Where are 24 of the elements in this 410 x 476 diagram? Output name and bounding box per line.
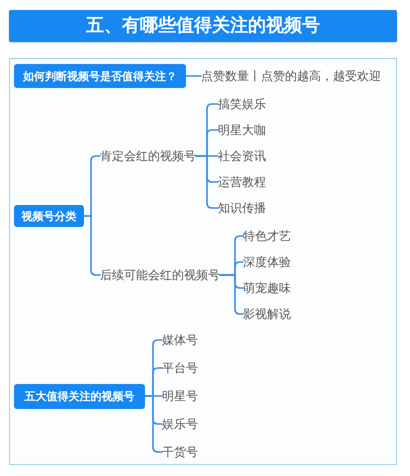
connector-line	[185, 75, 202, 77]
connector-line	[144, 395, 163, 453]
topic-box: 如何判断视频号是否值得关注？	[14, 64, 186, 88]
branch-label: 后续可能会红的视频号	[100, 267, 220, 283]
branch-label: 知识传播	[218, 200, 266, 216]
topic-box: 五大值得关注的视频号	[14, 384, 145, 408]
branch-label: 娱乐号	[162, 416, 198, 432]
branch-label: 运营教程	[218, 174, 266, 190]
branch-label: 社会资讯	[218, 148, 266, 164]
branch-label: 媒体号	[162, 332, 198, 348]
branch-label: 明星大咖	[218, 122, 266, 138]
connector-line	[83, 215, 101, 276]
branch-label: 点赞数量丨点赞的越高，越受欢迎	[201, 68, 381, 84]
branch-label: 明星号	[162, 388, 198, 404]
title-banner: 五、有哪些值得关注的视频号	[9, 10, 397, 42]
topic-box: 视频号分类	[14, 205, 84, 227]
branch-label: 肯定会红的视频号	[100, 148, 196, 164]
branch-label: 特色才艺	[243, 228, 291, 244]
branch-label: 深度体验	[243, 254, 291, 270]
branch-label: 搞笑娱乐	[218, 96, 266, 112]
branch-label: 平台号	[162, 360, 198, 376]
branch-label: 影视解说	[243, 306, 291, 322]
branch-label: 萌宠趣味	[243, 280, 291, 296]
branch-label: 干货号	[162, 444, 198, 460]
